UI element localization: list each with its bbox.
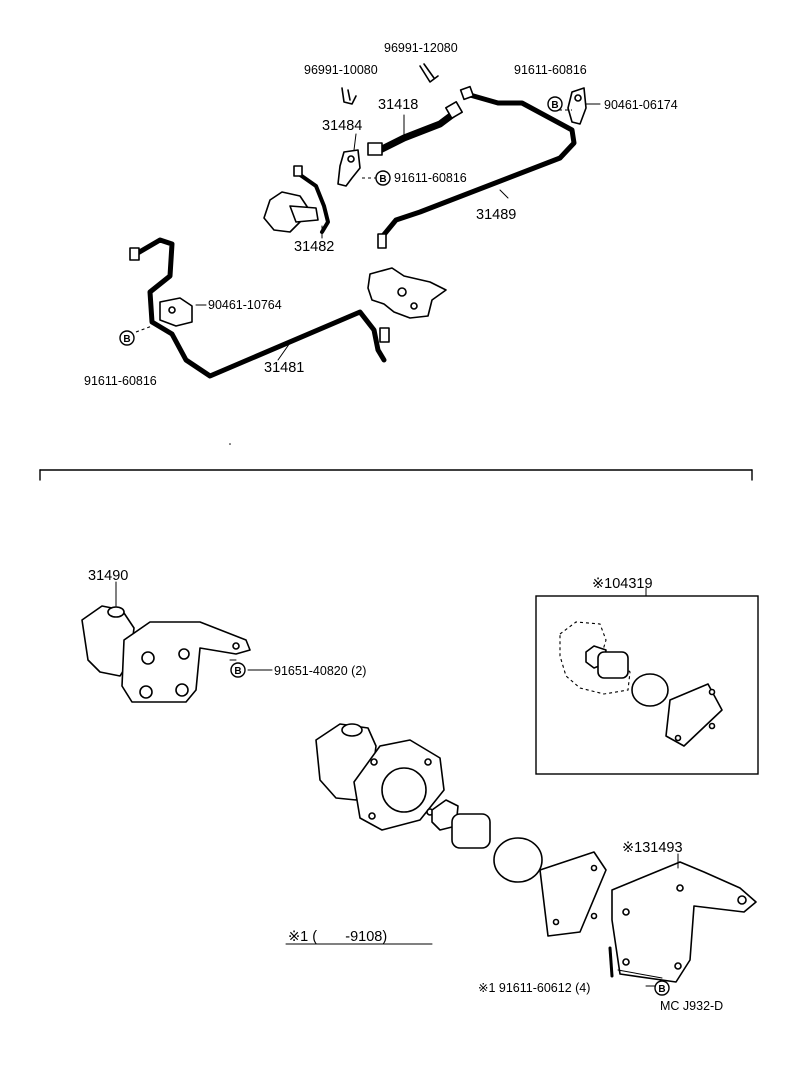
label-91611-60816-mid[interactable]: 91611-60816 [394, 171, 467, 185]
cylinder-31490-illustration [81, 605, 251, 703]
svg-text:B: B [658, 984, 665, 995]
bolt-marker-bottom-cylinder: B [230, 662, 246, 678]
label-kit-104319[interactable]: ※104319 [592, 576, 653, 592]
svg-text:B: B [123, 334, 130, 345]
label-91611-60612[interactable]: ※1 91611-60612 (4) [478, 981, 590, 995]
label-31418[interactable]: 31418 [378, 97, 418, 113]
diagram-code: MC J932-D [660, 999, 723, 1013]
leader-lines-bottom [115, 581, 679, 987]
label-91611-60816-top-right[interactable]: 91611-60816 [514, 63, 587, 77]
clamp-90461-10764-illustration [159, 297, 193, 327]
label-31482[interactable]: 31482 [294, 239, 334, 255]
bolt-marker-bottom-plate: B [654, 980, 670, 996]
label-31489[interactable]: 31489 [476, 207, 516, 223]
master-cylinder-top-illustration [367, 267, 447, 319]
section-divider [39, 469, 753, 481]
label-96991-12080[interactable]: 96991-12080 [384, 41, 458, 55]
label-91611-60816-left[interactable]: 91611-60816 [84, 374, 157, 388]
label-31481[interactable]: 31481 [264, 360, 304, 376]
clamp-90461-06174-illustration [567, 87, 587, 125]
bolt-marker-top-right: B [547, 96, 563, 112]
hose-31418-illustration [367, 101, 463, 156]
label-91651-40820[interactable]: 91651-40820 (2) [274, 664, 366, 678]
master-cylinder-exploded-illustration [315, 723, 607, 937]
label-96991-10080[interactable]: 96991-10080 [304, 63, 378, 77]
label-90461-10764[interactable]: 90461-10764 [208, 298, 282, 312]
svg-text:B: B [234, 666, 241, 677]
clip-96991-12080-illustration [419, 63, 439, 83]
tube-31489-illustration [377, 85, 577, 249]
bracket-31484-illustration [337, 149, 380, 187]
kit-104319-box [535, 587, 759, 775]
label-31484[interactable]: 31484 [322, 118, 362, 134]
svg-text:B: B [379, 174, 386, 185]
svg-text:B: B [551, 100, 558, 111]
label-plate-31493[interactable]: ※131493 [622, 840, 683, 856]
plate-bracket-31493-illustration [608, 861, 757, 983]
tube-31481-illustration [129, 237, 390, 379]
bolt-marker-top-mid: B [375, 170, 391, 186]
label-90461-06174[interactable]: 90461-06174 [604, 98, 678, 112]
bolt-marker-top-left: B [119, 330, 135, 346]
clip-96991-10080-illustration [341, 87, 357, 105]
stray-dot [229, 443, 231, 445]
leader-lines-top [135, 103, 601, 361]
label-note-9108: ※1 ( -9108) [288, 929, 387, 945]
valve-31482-illustration [263, 165, 330, 234]
label-31490[interactable]: 31490 [88, 568, 128, 584]
